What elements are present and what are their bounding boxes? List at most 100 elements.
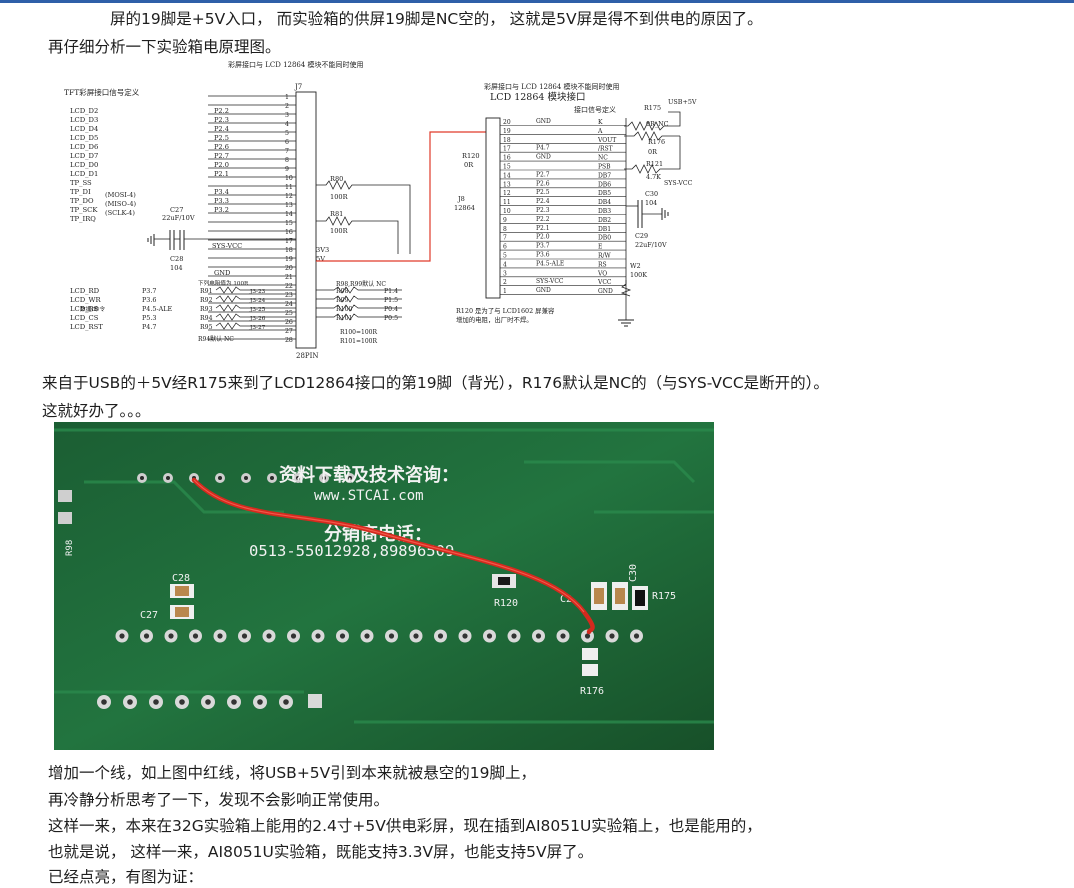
bus-res-2: R93 (200, 306, 213, 313)
lcd-signal-1: LCD_D3 (70, 116, 98, 124)
bus-port-1: P3.6 (142, 296, 156, 304)
photo-c29-label: C2 (560, 594, 572, 605)
photo-silk-line-2: www.STCAI.com (314, 488, 424, 504)
j7-pin-17: 17 (285, 238, 293, 245)
j8-net-18: SYS-VCC (536, 278, 564, 285)
paragraph-line-5: 增加一个线，如上图中红线，将USB+5V引到本来就被悬空的19脚上， (48, 764, 536, 782)
j7-pin-22: 22 (285, 283, 293, 290)
j8-pin-12: 12 (503, 190, 511, 197)
j8-sig-7: DB6 (598, 181, 611, 188)
j8-sig-12: DB1 (598, 226, 611, 233)
c28-value: 104 (170, 264, 183, 272)
j8-net-12: P2.1 (536, 225, 550, 232)
j7-pin-24: 24 (285, 301, 293, 308)
j8-pin-7: 7 (503, 235, 507, 242)
lcd-signal-labels: LCD_D2LCD_D3LCD_D4LCD_D5LCD_D6LCD_D7LCD_… (70, 107, 98, 223)
lcd-signal-10: TP_DO (70, 197, 94, 205)
j8-sig-5: PSB (598, 164, 611, 171)
r120-note-b: 增加的电阻，出厂时不焊。 (456, 315, 533, 324)
photo-c28-label: C28 (172, 573, 190, 584)
j8-pin-3: 3 (503, 270, 507, 277)
r121-label: R121 (646, 160, 663, 168)
r94-note: R94默认 NC (198, 335, 234, 343)
port-left-5: P2.7 (214, 152, 229, 160)
j8-pin-5: 5 (503, 253, 507, 260)
photo-r175-label: R175 (652, 591, 676, 602)
j7-pin-8: 8 (285, 157, 289, 164)
j7-pin-1: 1 (285, 94, 289, 101)
bus-j3-2: J3-25 (249, 307, 266, 313)
photo-c30-label: C30 (628, 564, 639, 582)
j7-pin-10: 10 (285, 175, 293, 182)
paragraph-line-7: 这样一来，本来在32G实验箱上能用的2.4寸+5V供电彩屏，现在插到AI8051… (48, 817, 762, 835)
j7-connector (295, 91, 317, 349)
port-left-2: P2.4 (214, 125, 229, 133)
lcd-signal-9: TP_DI (70, 188, 91, 196)
c29-value: 22uF/10V (635, 241, 667, 249)
j8-net-13: P2.0 (536, 234, 550, 241)
r120-label: R120 (462, 152, 480, 160)
port-left-0: P2.2 (214, 107, 229, 115)
v5-label: 5V (316, 255, 325, 263)
j8-sig-15: R/W (598, 253, 612, 260)
j8-net-19: GND (536, 287, 551, 294)
j8-sig-13: DB0 (598, 235, 611, 242)
j8-sig-17: VO (597, 270, 607, 277)
j7-label: J7 (294, 83, 302, 91)
tp-extra-3: (SCLK-4) (105, 209, 135, 217)
schematic-title-right: 彩屏接口与 LCD 12864 模块不能同时使用 (484, 82, 620, 91)
lcd-def-label: 接口信号定义 (574, 105, 616, 114)
bus-j3-1: J3-24 (249, 298, 266, 304)
pcb-photo: 资料下载及技术咨询： www.STCAI.com 分销商电话： 0513-550… (54, 422, 714, 750)
schematic-title-left: 彩屏接口与 LCD 12864 模块不能同时使用 (228, 60, 364, 69)
j8-net-16: P4.5-ALE (536, 260, 564, 267)
red-net-line (316, 131, 486, 262)
c30-value: 104 (645, 199, 657, 207)
j8-net-14: P3.7 (536, 243, 550, 250)
j7-pin-15: 15 (285, 220, 293, 227)
bus-signal-4: LCD_RST (70, 323, 103, 331)
j8-sig-18: VCC (597, 279, 612, 286)
usb5v-label: USB+5V (668, 98, 697, 106)
j7-pin-label: 28PIN (296, 352, 319, 360)
v3-label: 3V3 (316, 246, 329, 254)
sysvcc-right-label: SYS-VCC (664, 180, 693, 187)
bus-j3-0: J3-23 (249, 289, 266, 295)
j7-pin-4: 4 (285, 121, 289, 128)
j8-sig-11: DB2 (598, 217, 611, 224)
right-port-1: P1.5 (384, 297, 398, 304)
c29-label: C29 (635, 232, 648, 240)
paragraph-line-4: 这就好办了。。。 (42, 402, 151, 420)
bus-port-4: P4.7 (142, 323, 156, 331)
gnd-label-left: GND (214, 269, 230, 277)
photo-silk-line-4: 0513-55012928,89896509 (249, 542, 454, 560)
j8-pin-9: 9 (503, 217, 507, 224)
port-left-9: P3.4 (214, 188, 229, 196)
j8-sub-label: 12864 (454, 204, 475, 212)
photo-r176-label: R176 (580, 686, 604, 697)
paragraph-line-1: 屏的19脚是+5V入口， 而实验箱的供屏19脚是NC空的， 这就是5V屏是得不到… (110, 10, 763, 28)
j8-sig-4: NC (598, 155, 608, 162)
j8-sig-6: DB7 (598, 172, 611, 179)
lcd-signal-5: LCD_D7 (70, 152, 98, 160)
j8-pin-18: 18 (503, 137, 511, 144)
j7-pin-5: 5 (285, 130, 289, 137)
r121-value: 4.7K (646, 173, 661, 181)
j8-pin-15: 15 (503, 164, 511, 171)
j7-pin-9: 9 (285, 166, 289, 173)
right-res-0: R98 (336, 288, 349, 295)
j7-pin-16: 16 (285, 229, 293, 236)
j8-net-15: P3.6 (536, 252, 550, 259)
j8-net-6: P2.7 (536, 171, 550, 178)
r176-label: R176 (648, 138, 665, 146)
paragraph-line-6: 再冷静分析思考了一下，发现不会影响正常使用。 (48, 791, 390, 809)
lcd-signal-4: LCD_D6 (70, 143, 98, 151)
j8-sig-2: VOUT (597, 137, 616, 144)
j8-pin-20: 20 (503, 119, 511, 126)
c27-value: 22uF/10V (162, 214, 195, 222)
j8-pin-13: 13 (503, 181, 511, 188)
j7-pin-6: 6 (285, 139, 289, 146)
r80-label: R80 (330, 175, 343, 183)
j7-pin-26: 26 (285, 319, 293, 326)
bus-res-1: R92 (200, 297, 213, 304)
